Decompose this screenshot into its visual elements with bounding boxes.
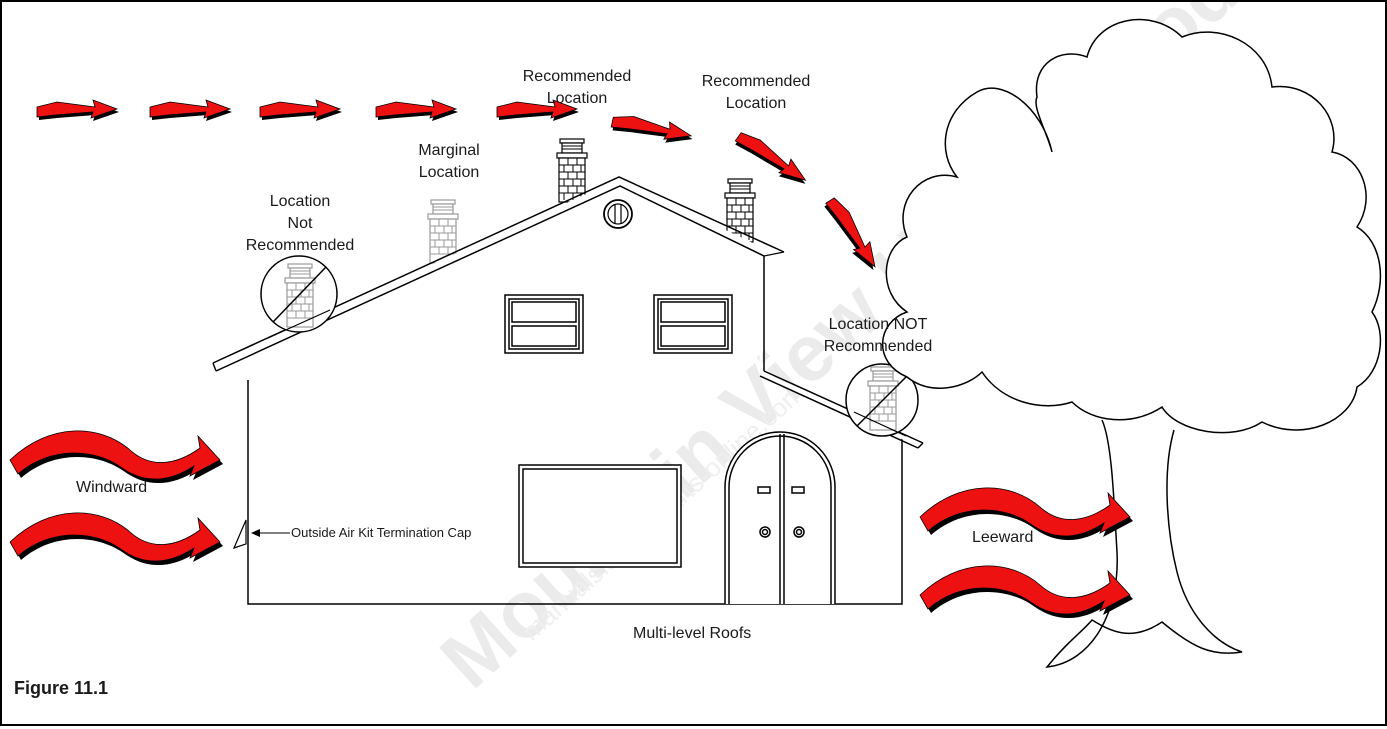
not-recommended-marker-left [260,255,338,339]
window-left [504,294,584,354]
window-right [653,294,733,354]
label-outside-air-kit: Outside Air Kit Termination Cap [291,525,471,540]
double-door [724,431,836,604]
label-marginal-location: Marginal Location [418,142,479,181]
label-line: Marginal [418,142,479,159]
not-recommended-marker-right [845,363,919,437]
tree [881,18,1382,668]
label-line: Location [419,164,480,181]
label-leeward: Leeward [972,529,1033,546]
figure-caption: Figure 11.1 [14,678,108,698]
house [212,176,924,605]
wind-arrows-windward [9,430,224,566]
label-location-not-recommended: Location Not Recommended [246,193,355,254]
picture-window [518,464,682,568]
label-line: Recommended [702,73,811,90]
label-windward: Windward [76,479,147,496]
label-recommended-location-2: Recommended Location [702,73,811,112]
label-recommended-location-1: Recommended Location [523,68,632,107]
label-location-not-recommended-2: Location NOT Recommended [824,316,933,355]
label-line: Recommended [824,338,933,355]
label-line: Recommended [246,237,355,254]
gable-vent [603,199,633,229]
label-multi-level-roofs: Multi-level Roofs [633,625,751,642]
label-line: Location NOT [829,316,928,333]
outside-air-kit-callout: Outside Air Kit Termination Cap [251,525,471,540]
label-line: Recommended [523,68,632,85]
wind-arrows-leeward [919,487,1134,619]
label-line: Location [726,95,787,112]
label-line: Location [547,90,608,107]
chimney-recommended-peak [556,138,588,203]
label-line: Location [270,193,331,210]
label-line: Not [288,215,313,232]
termination-cap-icon [232,519,247,549]
